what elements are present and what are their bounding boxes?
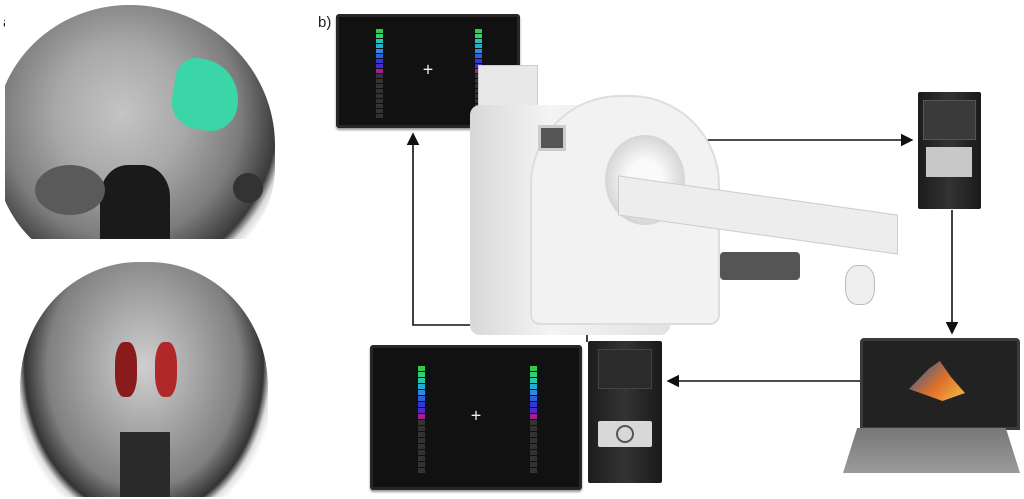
- feedback-bar-empty-segment: [376, 94, 383, 98]
- feedback-bar-empty-segment: [418, 444, 425, 449]
- feedback-bar-segment: [530, 396, 537, 401]
- feedback-bar-segment: [418, 402, 425, 407]
- feedback-bar-empty-segment: [376, 79, 383, 83]
- feedback-bar-empty-segment: [530, 444, 537, 449]
- feedback-bar-segment: [530, 372, 537, 377]
- feedback-bar-segment: [530, 366, 537, 371]
- feedback-bar-empty-segment: [530, 456, 537, 461]
- laptop-keyboard: [843, 428, 1020, 473]
- feedback-bar-segment: [418, 372, 425, 377]
- feedback-bar-empty-segment: [530, 468, 537, 473]
- feedback-bar-empty-segment: [530, 420, 537, 425]
- feedback-bar-empty-segment: [418, 456, 425, 461]
- feedback-bar-segment: [475, 29, 482, 33]
- feedback-bar-left: [418, 366, 425, 473]
- matlab-logo-icon: [909, 361, 965, 401]
- feedback-bar-segment: [376, 44, 383, 48]
- feedback-bar-segment: [418, 384, 425, 389]
- feedback-bar-empty-segment: [376, 74, 383, 78]
- feedback-bar-empty-segment: [418, 420, 425, 425]
- panel-b-label: b): [318, 14, 332, 31]
- feedback-bar-empty-segment: [376, 89, 383, 93]
- feedback-bar-empty-segment: [376, 104, 383, 108]
- laptop: [860, 338, 1020, 430]
- feedback-bar-empty-segment: [376, 109, 383, 113]
- feedback-bar-empty-segment: [530, 426, 537, 431]
- feedback-bar-segment: [376, 69, 383, 73]
- feedback-bar-empty-segment: [376, 84, 383, 88]
- feedback-bar-segment: [376, 29, 383, 33]
- roi-highlight-right-striatum: [155, 342, 177, 397]
- feedback-bar-empty-segment: [418, 426, 425, 431]
- feedback-display-bottom: +: [370, 345, 582, 490]
- feedback-bar-segment: [418, 396, 425, 401]
- sagittal-mri-image: [5, 5, 277, 239]
- feedback-bar-segment: [418, 366, 425, 371]
- feedback-bar-segment: [418, 408, 425, 413]
- feedback-bar-segment: [530, 408, 537, 413]
- feedback-bar-segment: [475, 54, 482, 58]
- feedback-bar-empty-segment: [376, 99, 383, 103]
- feedback-bar-segment: [530, 378, 537, 383]
- fixation-cross: +: [422, 59, 434, 80]
- fixation-cross: +: [470, 405, 482, 426]
- feedback-bar-empty-segment: [530, 450, 537, 455]
- coronal-mri-image: [20, 262, 268, 497]
- feedback-bar-empty-segment: [418, 432, 425, 437]
- mri-scanner: [470, 65, 900, 335]
- feedback-bar-segment: [530, 384, 537, 389]
- feedback-bar-segment: [418, 378, 425, 383]
- feedback-bar-left: [376, 29, 383, 118]
- analysis-computer: [918, 92, 981, 209]
- feedback-bar-empty-segment: [418, 468, 425, 473]
- feedback-bar-segment: [418, 414, 425, 419]
- stimulus-computer: [588, 341, 662, 483]
- feedback-bar-segment: [530, 414, 537, 419]
- roi-highlight-left-striatum: [115, 342, 137, 397]
- feedback-bar-empty-segment: [530, 462, 537, 467]
- feedback-bar-segment: [475, 49, 482, 53]
- feedback-bar-segment: [475, 59, 482, 63]
- feedback-bar-segment: [376, 39, 383, 43]
- feedback-bar-segment: [530, 402, 537, 407]
- feedback-bar-segment: [418, 390, 425, 395]
- feedback-bar-segment: [475, 39, 482, 43]
- feedback-bar-segment: [475, 34, 482, 38]
- feedback-bar-right: [530, 366, 537, 473]
- feedback-bar-segment: [376, 54, 383, 58]
- feedback-bar-segment: [376, 49, 383, 53]
- feedback-bar-segment: [530, 390, 537, 395]
- feedback-bar-empty-segment: [530, 432, 537, 437]
- feedback-bar-empty-segment: [376, 114, 383, 118]
- feedback-bar-segment: [376, 64, 383, 68]
- feedback-bar-empty-segment: [418, 462, 425, 467]
- feedback-bar-empty-segment: [418, 438, 425, 443]
- feedback-bar-segment: [376, 34, 383, 38]
- feedback-bar-segment: [475, 44, 482, 48]
- feedback-bar-segment: [376, 59, 383, 63]
- feedback-bar-empty-segment: [530, 438, 537, 443]
- dell-logo-icon: [616, 425, 634, 443]
- feedback-bar-empty-segment: [418, 450, 425, 455]
